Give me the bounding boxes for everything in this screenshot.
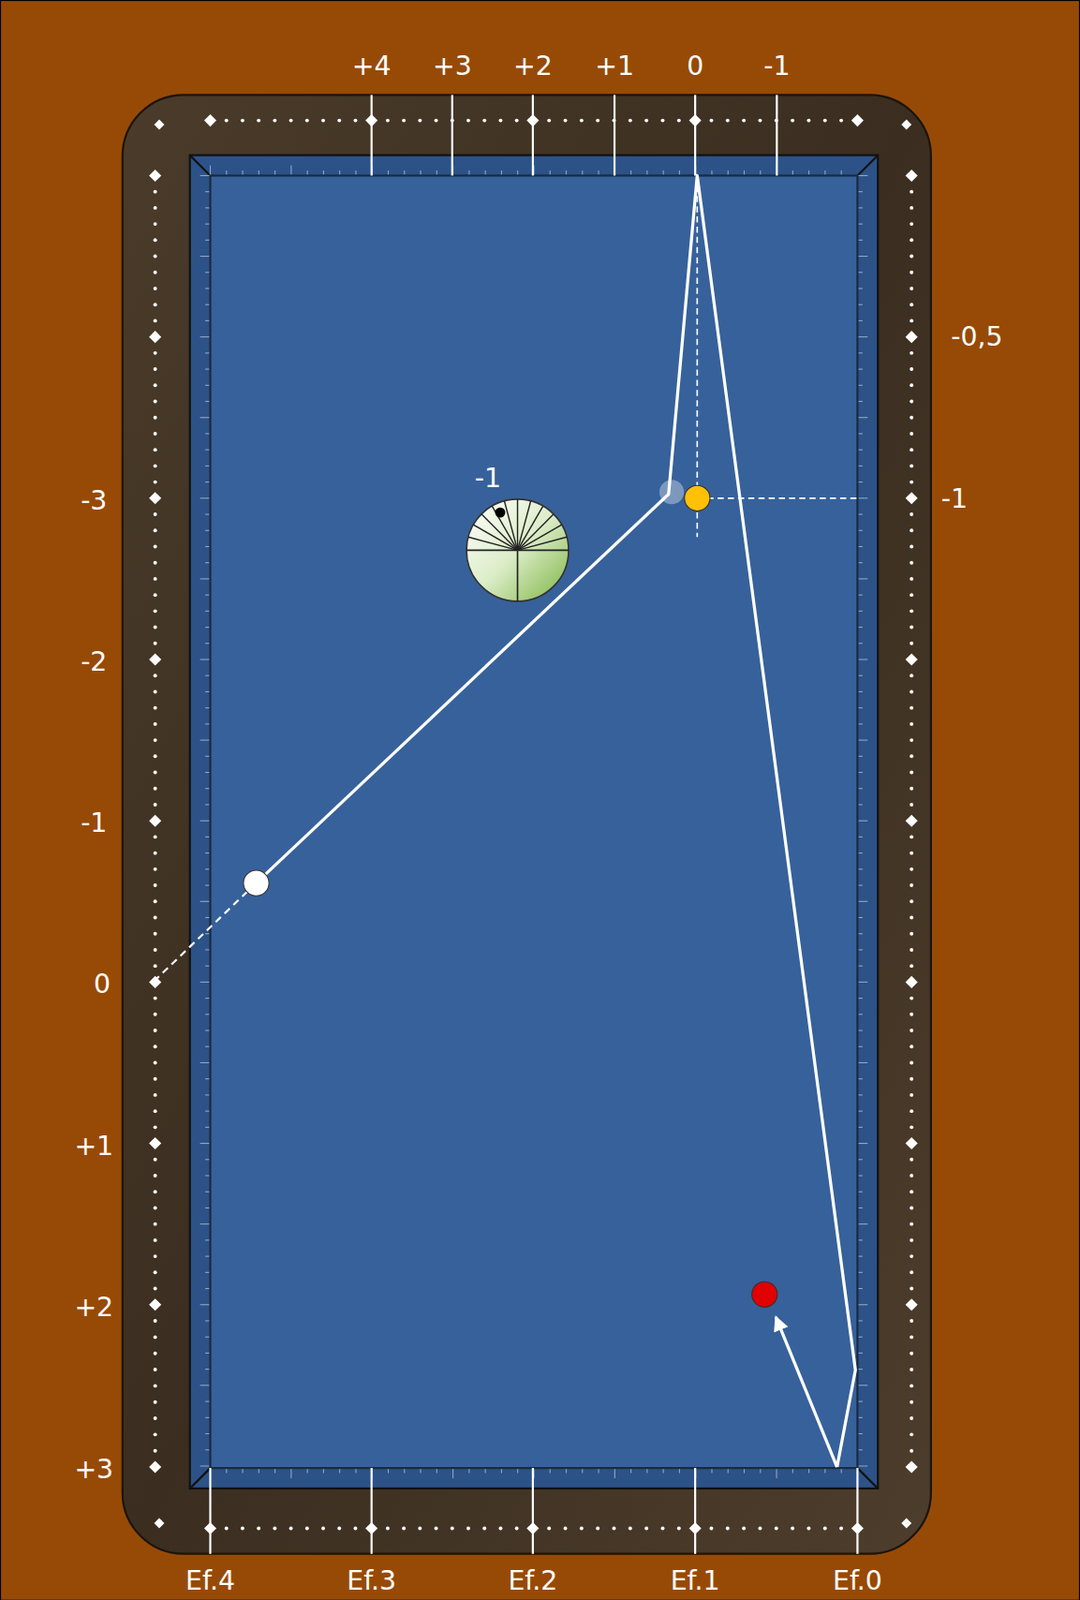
cushion-number: 0 (686, 52, 704, 79)
rail-number: +1 (73, 1132, 114, 1159)
rail-diamond (905, 491, 918, 504)
rail-diamond (905, 1460, 918, 1473)
cushion-number: +1 (594, 52, 635, 79)
rail-diamond (905, 330, 918, 343)
rail-diamond (901, 119, 912, 131)
rail-diamond (905, 169, 918, 182)
effect-label: Ef.3 (346, 1567, 397, 1594)
rail-diamond (148, 330, 162, 343)
cushion-number: -1 (763, 52, 790, 79)
rail-diamond (154, 119, 165, 131)
rail-diamond (905, 1137, 918, 1150)
rail-number: -2 (80, 648, 107, 675)
rail-number: -1 (941, 485, 968, 512)
rail-diamond (148, 169, 162, 182)
cushion-number: +3 (432, 52, 473, 79)
rail-diamond (905, 814, 918, 828)
rail-number: -1 (80, 809, 107, 836)
rail-number: +2 (73, 1293, 114, 1320)
effect-label: Ef.0 (832, 1567, 883, 1594)
spin-number: -1 (474, 464, 502, 491)
rail-diamond (148, 1298, 162, 1311)
rail-number: +3 (73, 1455, 114, 1482)
spin-diagram (466, 499, 569, 602)
rail-diamond (148, 652, 162, 666)
rail-diamond (148, 814, 162, 828)
rail-diamond (154, 1518, 165, 1529)
rail-diamond (148, 1137, 162, 1150)
effect-label: Ef.1 (670, 1567, 721, 1594)
rail-diamond (204, 114, 217, 127)
rail-diamond (901, 1518, 912, 1529)
rail-diamond (905, 976, 918, 989)
rail-diamond (905, 1298, 918, 1311)
cushion-number: +4 (352, 52, 392, 79)
rail-diamond (148, 491, 162, 504)
effect-label: Ef.4 (185, 1567, 236, 1594)
effect-label: Ef.2 (507, 1567, 558, 1594)
rail-diamond (148, 1460, 162, 1473)
cushion-number: +2 (513, 52, 553, 79)
rail-diamond (148, 976, 162, 989)
rail-number: -0,5 (950, 323, 1003, 350)
rail-number: 0 (93, 970, 111, 997)
rail-number: -3 (80, 487, 107, 514)
rail-diamond (851, 114, 864, 127)
rail-diamond (905, 652, 918, 666)
